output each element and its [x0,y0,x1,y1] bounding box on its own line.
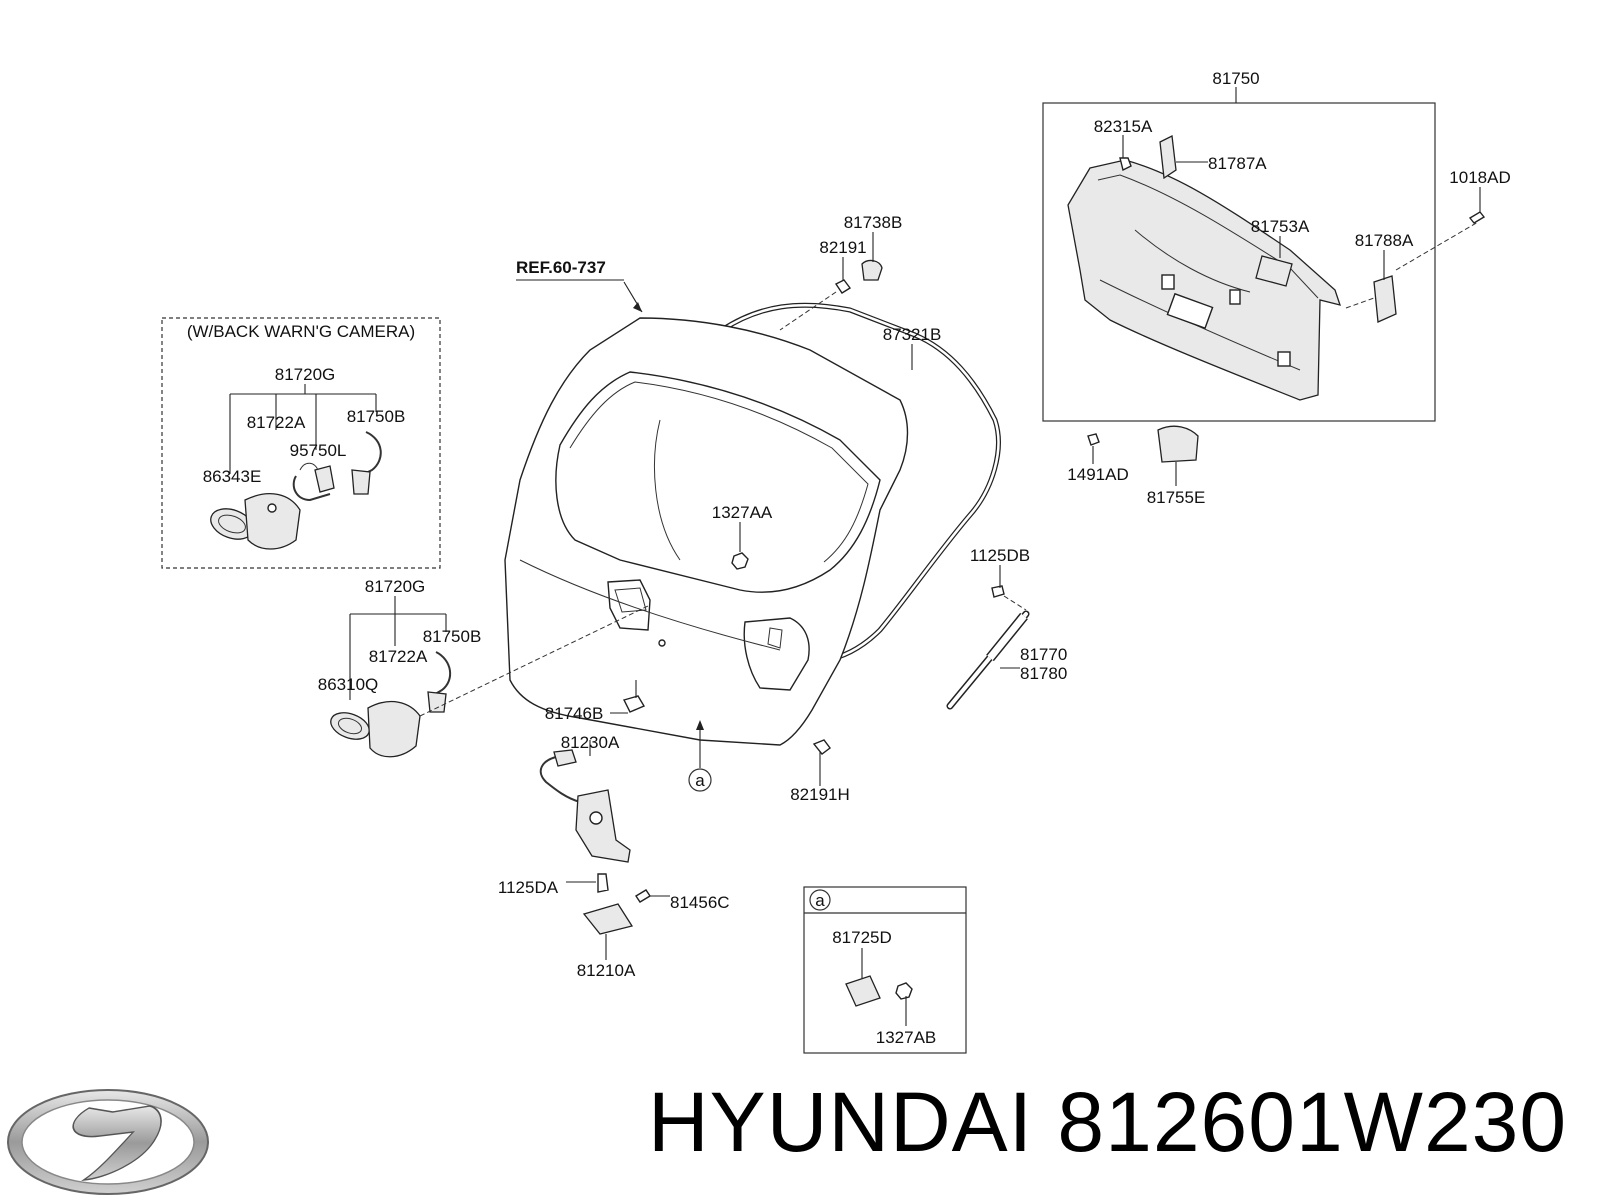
label-82191: 82191 [819,238,866,257]
stopper-81738b-icon [861,259,883,281]
switch-81750b-top-icon [351,469,371,495]
detail-a-box [803,886,967,1054]
nut-1327aa-icon [731,552,749,570]
label-82315a: 82315A [1094,117,1153,136]
label-81210a: 81210A [577,961,636,980]
label-86310q: 86310Q [318,675,379,694]
bumper-82191-icon [834,279,852,294]
label-81788a: 81788A [1355,231,1414,250]
label-81720g-bot: 81720G [365,577,426,596]
trim-inset-box [1042,102,1436,422]
latch-81230a-icon [575,789,631,863]
label-81722a-top: 81722A [247,413,306,432]
hyundai-logo [7,1089,209,1195]
screw-1018ad-icon [1468,211,1486,224]
label-1018ad: 1018AD [1449,168,1510,187]
label-81720g-top: 81720G [275,365,336,384]
label-81770: 81770 [1020,645,1067,664]
label-81750b-bot: 81750B [423,627,482,646]
bolt-1125db-icon [991,585,1005,598]
label-1491ad: 1491AD [1067,465,1128,484]
gas-strut-81770-icon [946,610,1030,710]
clip-1491ad-icon [1087,433,1100,446]
cover-81755e-icon [1157,425,1199,463]
tailgate-trim-panel-icon [1067,159,1341,401]
switch-81750b-bot-icon [427,691,447,713]
handle-81753a-icon [1255,255,1293,287]
label-81230a: 81230A [561,733,620,752]
latch-assembly-group [539,740,670,960]
label-1327ab: 1327AB [876,1028,937,1047]
label-81787a: 81787A [1208,154,1267,173]
label-81750: 81750 [1212,69,1259,88]
clip-82315a-icon [1119,157,1132,172]
label-1125da: 1125DA [498,878,559,897]
camera-95750l-icon [314,465,335,493]
clip-81746b-icon [622,695,646,713]
label-81746b: 81746B [545,704,604,723]
handle-housing-icon [367,700,421,758]
label-95750l: 95750L [290,441,347,460]
bracket-81788a-icon [1373,275,1397,323]
label-81753a: 81753A [1251,217,1310,236]
label-81738b: 81738B [844,213,903,232]
label-81780: 81780 [1020,664,1067,683]
connector-81230a-icon [553,749,577,767]
label-81750b-top: 81750B [347,407,406,426]
detail-a-group [803,886,967,1054]
tailgate-group [504,232,1030,792]
part-labels: 81750 82315A 81787A 1018AD 81753A 81788A… [187,69,1511,1047]
screw-81456c-icon [635,889,651,903]
label-81722a-bot: 81722A [369,647,428,666]
label-81456c: 81456C [670,893,730,912]
bumper-82191h-icon [812,739,831,755]
label-81755e: 81755E [1147,488,1206,507]
label-1125db: 1125DB [970,546,1030,565]
striker-81210a-icon [582,903,634,935]
ref-label: REF.60-737 [516,258,606,277]
label-1327aa: 1327AA [712,503,773,522]
label-81725d: 81725D [832,928,892,947]
label-82191h: 82191H [790,785,850,804]
camera-housing-icon [244,493,301,550]
bolt-1125da-icon [597,873,609,893]
emblem-86310q-icon [330,712,370,740]
label-87321b: 87321B [883,325,942,344]
detail-a-letter: a [815,891,825,910]
camera-box-title: (W/BACK WARN'G CAMERA) [187,322,415,341]
trim-assembly-group [1042,87,1486,486]
camera-option-group [161,317,441,569]
handle-assembly-group [330,596,649,758]
camera-option-box [161,317,441,569]
callout-a-marker [688,768,712,792]
sensor-81725d-icon [845,975,881,1007]
brand-part-number: HYUNDAI 812601W230 [648,1075,1568,1169]
label-86343e: 86343E [203,467,262,486]
bracket-81787a-icon [1159,135,1177,180]
callout-a-letter: a [695,771,705,790]
nut-1327ab-icon [895,982,913,1000]
